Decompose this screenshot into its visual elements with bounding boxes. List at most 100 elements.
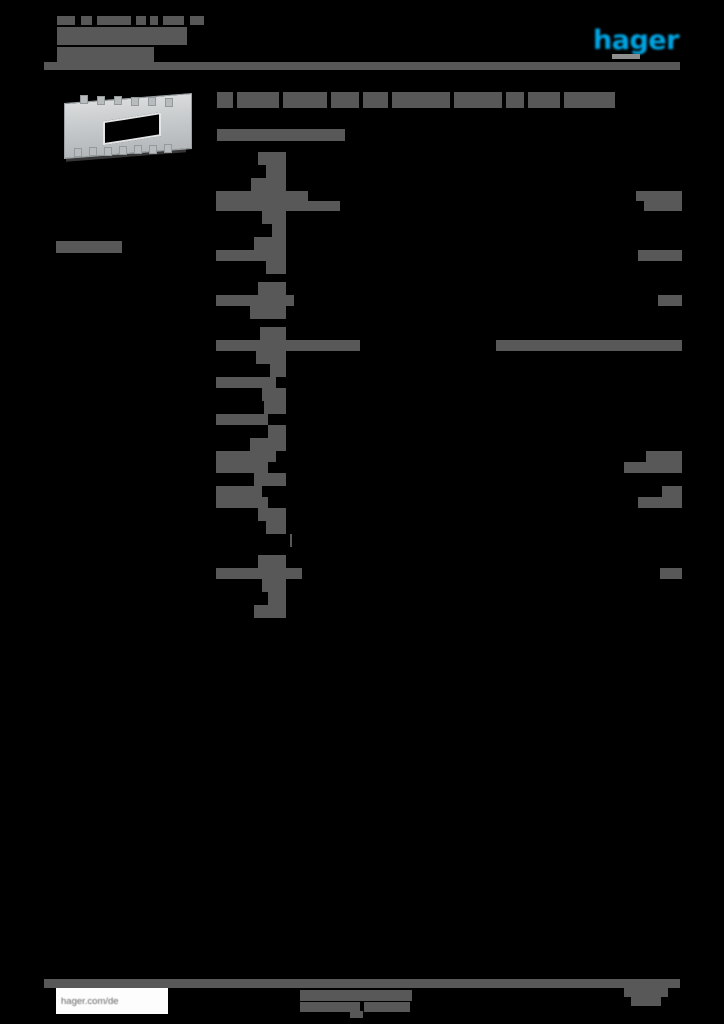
page-title <box>217 92 615 108</box>
row-value-gap <box>276 451 646 462</box>
footer-center-info <box>300 990 450 1018</box>
row-label-gap <box>210 568 216 579</box>
row-value-gap <box>360 340 496 351</box>
group-separator <box>210 319 682 327</box>
table-row <box>210 191 682 201</box>
left-column-caption <box>56 241 122 253</box>
row-value-gap <box>286 521 682 534</box>
row-label-gap <box>210 224 272 237</box>
table-row <box>210 462 682 473</box>
plate-tab-top-3 <box>131 96 139 106</box>
page-title-segment-7 <box>506 92 524 108</box>
table-row <box>210 201 682 211</box>
plate-tab-bottom-3 <box>119 145 127 155</box>
table-row <box>210 508 682 521</box>
table-row <box>210 534 682 547</box>
row-value-gap <box>286 282 682 295</box>
table-row <box>210 224 682 237</box>
row-value-gap <box>276 377 682 388</box>
row-label-gap <box>210 282 258 295</box>
table-row <box>210 364 682 377</box>
page-title-segment-5 <box>392 92 450 108</box>
row-value-gap <box>268 462 624 473</box>
row-label-gap <box>210 388 262 401</box>
row-value-gap <box>268 497 638 508</box>
row-value-gap <box>308 191 636 201</box>
footer-url-text: hager.com/de <box>61 995 119 1007</box>
footer-right-block-0 <box>624 986 668 997</box>
row-value-gap <box>340 201 644 211</box>
table-row <box>210 282 682 295</box>
row-label-gap <box>210 364 270 377</box>
table-row <box>210 340 682 351</box>
row-label-gap <box>210 295 216 306</box>
table-row <box>210 237 682 250</box>
row-label-gap <box>210 340 216 351</box>
plate-tab-bottom-4 <box>134 145 142 155</box>
row-label-gap <box>210 534 290 547</box>
table-row <box>210 473 682 486</box>
row-label-gap <box>210 327 260 340</box>
header-title-segment-3 <box>136 16 146 25</box>
row-label-gap <box>210 521 266 534</box>
row-value-gap <box>286 152 682 165</box>
group-electrical <box>210 327 682 547</box>
header-title-segment-7 <box>57 27 187 45</box>
row-label-gap <box>210 438 250 451</box>
footer-center-block-4 <box>364 1002 410 1012</box>
row-label-gap <box>210 462 216 473</box>
row-value-gap <box>286 401 682 414</box>
row-label-gap <box>210 414 216 425</box>
row-value-gap <box>286 508 682 521</box>
table-row <box>210 605 682 618</box>
row-label-gap <box>210 592 268 605</box>
row-label-gap <box>210 486 216 497</box>
table-row <box>210 451 682 462</box>
row-label-gap <box>210 579 262 592</box>
hager-logo-underline <box>612 54 640 59</box>
footer-center-block-2 <box>386 990 412 1001</box>
page-subtitle <box>217 129 345 141</box>
row-value-gap <box>286 351 682 364</box>
row-value-gap <box>286 165 682 178</box>
table-row <box>210 401 682 414</box>
row-label-gap <box>210 261 266 274</box>
table-row <box>210 250 682 261</box>
row-label-gap <box>210 191 216 201</box>
table-row <box>210 377 682 388</box>
row-value-gap <box>286 473 682 486</box>
row-label-gap <box>210 152 258 165</box>
page-title-segment-4 <box>363 92 388 108</box>
plate-tab-top-4 <box>148 97 156 107</box>
product-photo <box>56 92 198 164</box>
table-row <box>210 261 682 274</box>
row-label-gap <box>210 351 256 364</box>
row-value-gap <box>286 555 682 568</box>
row-value-gap <box>292 534 682 547</box>
header-title-segment-1 <box>81 16 92 25</box>
page-title-segment-3 <box>331 92 359 108</box>
table-row <box>210 388 682 401</box>
row-label-gap <box>210 237 254 250</box>
row-label-gap <box>210 211 262 224</box>
row-value-gap <box>286 605 682 618</box>
header-title-segment-4 <box>150 16 158 25</box>
table-row <box>210 486 682 497</box>
row-value-gap <box>286 438 682 451</box>
row-value-gap <box>286 261 682 274</box>
plate-tab-bottom-2 <box>104 146 112 156</box>
row-label-gap <box>210 473 254 486</box>
table-row <box>210 327 682 340</box>
row-value-gap <box>262 486 662 497</box>
row-value-gap <box>294 295 658 306</box>
footer-center-block-5 <box>350 1011 363 1018</box>
plate-tab-bottom-0 <box>74 148 82 157</box>
footer-url-box[interactable]: hager.com/de <box>56 988 168 1014</box>
table-row <box>210 425 682 438</box>
header-title-segment-0 <box>57 16 75 25</box>
table-row <box>210 351 682 364</box>
row-label-gap <box>210 497 216 508</box>
row-value-gap <box>286 178 682 191</box>
plate-tab-top-0 <box>80 95 88 104</box>
